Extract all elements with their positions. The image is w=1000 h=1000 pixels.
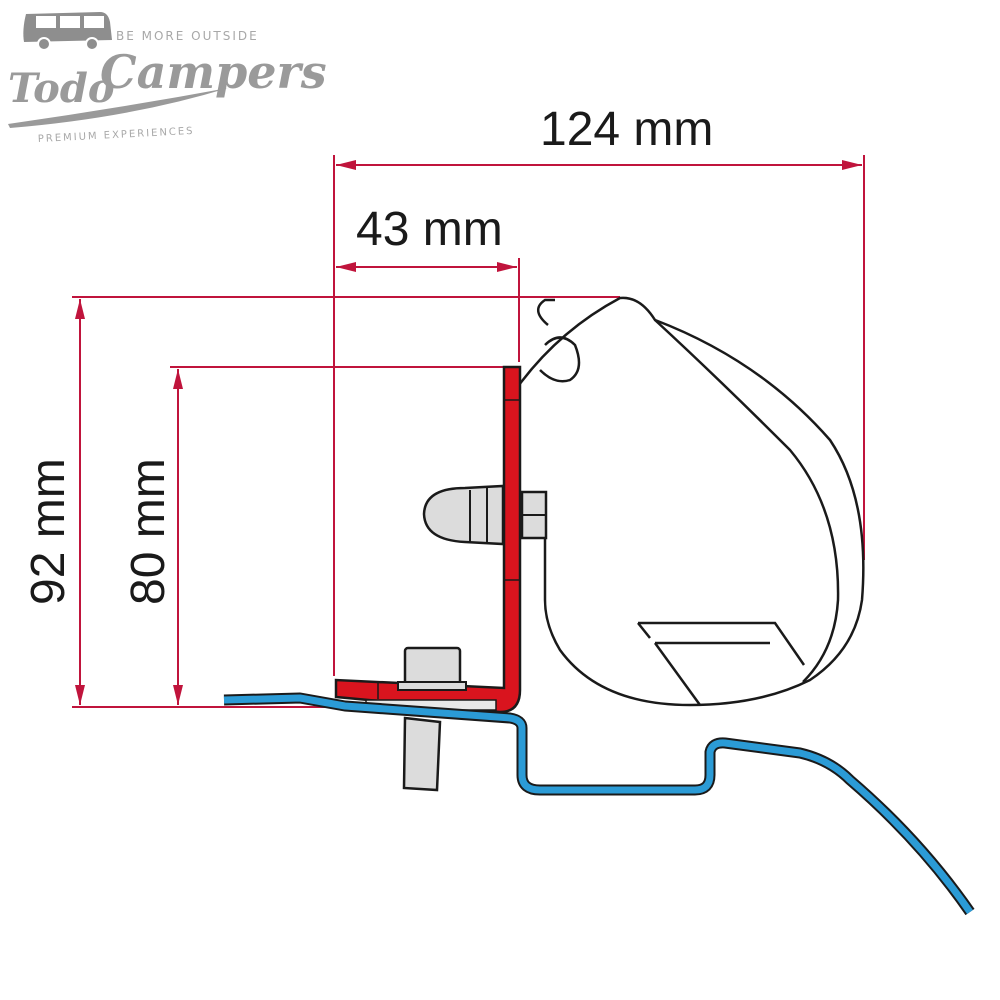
awning-case bbox=[517, 296, 865, 707]
dimension-lines bbox=[72, 155, 865, 708]
vehicle-roof-profile bbox=[223, 692, 975, 916]
logo-brand-word1: Todo bbox=[8, 65, 115, 112]
van-icon bbox=[23, 12, 112, 51]
logo-brand-word2: Campers bbox=[100, 45, 327, 99]
label-92mm: 92 mm bbox=[22, 458, 75, 605]
rubber-end-cap bbox=[422, 484, 505, 546]
adapter-bracket bbox=[334, 365, 522, 714]
logo-swoosh bbox=[8, 88, 228, 128]
label-124mm: 124 mm bbox=[540, 103, 713, 156]
logo-tagline-top: BE MORE OUTSIDE bbox=[116, 29, 259, 43]
label-43mm: 43 mm bbox=[356, 203, 503, 256]
nut bbox=[520, 490, 548, 540]
todo-campers-logo: BE MORE OUTSIDE Todo Campers PREMIUM EXP… bbox=[8, 12, 327, 145]
label-80mm: 80 mm bbox=[122, 458, 175, 605]
logo-tagline-bottom: PREMIUM EXPERIENCES bbox=[38, 126, 195, 145]
